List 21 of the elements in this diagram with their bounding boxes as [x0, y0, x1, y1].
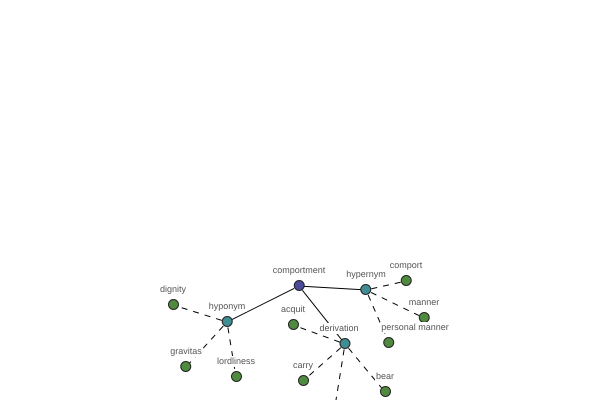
- node-label: derivation: [318, 323, 360, 334]
- connector: [304, 286, 361, 290]
- node-label: bear: [375, 371, 395, 382]
- node-label: hypernym: [345, 269, 387, 280]
- dashed-connector: [306, 347, 342, 378]
- node-label: acquit: [280, 304, 306, 315]
- dashed-connector: [370, 282, 402, 290]
- node-label: gravitas: [169, 346, 203, 357]
- node-label: comport: [388, 260, 424, 271]
- node-label: dignity: [159, 284, 187, 295]
- node-label: hyponym: [208, 301, 246, 312]
- node-label: carry: [292, 360, 314, 371]
- node-label: lordliness: [216, 356, 256, 367]
- dashed-connector: [370, 292, 420, 316]
- dashed-connector: [348, 348, 382, 388]
- dashed-connector: [336, 348, 345, 400]
- node-label: personal manner: [380, 322, 450, 333]
- node-label: comportment: [272, 265, 326, 276]
- node-label: manner: [408, 297, 440, 308]
- dashed-connector: [298, 326, 340, 343]
- connector: [231, 288, 295, 320]
